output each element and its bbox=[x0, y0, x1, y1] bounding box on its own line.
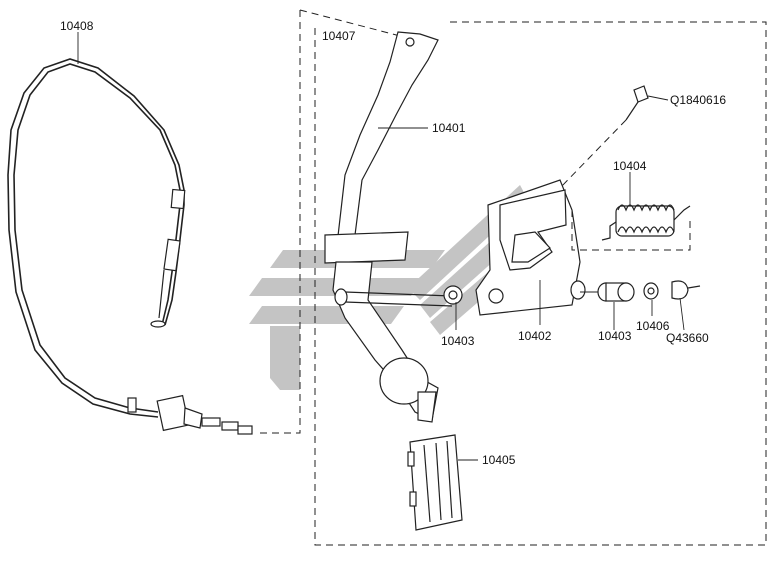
pedal-arm bbox=[324, 31, 453, 423]
label-arm: 10401 bbox=[432, 121, 466, 135]
label-cable: 10408 bbox=[60, 19, 94, 33]
return-spring bbox=[571, 204, 691, 251]
label-bracket: 10402 bbox=[518, 329, 552, 343]
part-labels: 10408 10407 10401 Q1840616 10404 10402 1… bbox=[60, 19, 726, 467]
throttle-cable bbox=[7, 58, 253, 435]
mounting-bracket bbox=[443, 179, 586, 316]
leader-lines bbox=[77, 32, 685, 461]
pedal-pad bbox=[407, 434, 463, 531]
hardware-parts bbox=[580, 280, 701, 302]
label-bracket-top: 10407 bbox=[322, 29, 356, 43]
label-bushing-right: 10403 bbox=[598, 329, 632, 343]
label-bolt: Q1840616 bbox=[670, 93, 726, 107]
label-clip: Q43660 bbox=[666, 331, 709, 345]
assembly-frame bbox=[255, 9, 767, 546]
label-spring: 10404 bbox=[613, 159, 647, 173]
bolt-part bbox=[559, 85, 649, 189]
label-washer: 10406 bbox=[636, 319, 670, 333]
label-bushing-left: 10403 bbox=[441, 334, 475, 348]
label-pedal-pad: 10405 bbox=[482, 453, 516, 467]
